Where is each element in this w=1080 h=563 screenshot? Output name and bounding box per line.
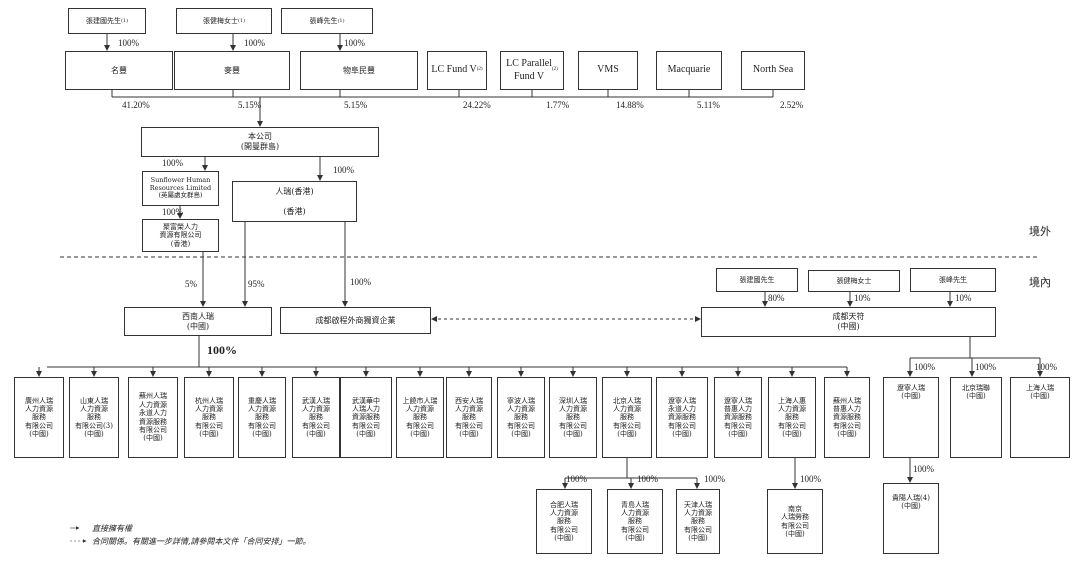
subsidiary-2: 山東人瑞 人力資源 服務 有限公司(3) (中國): [69, 377, 119, 458]
company-nanjing: 南京 人瑞勞務 有限公司 (中國): [767, 489, 823, 554]
investor-lc-fund: LC Fund V(2): [427, 51, 487, 90]
pct-qicheng: 100%: [350, 277, 371, 287]
subsidiary-1: 廣州人瑞 人力資源 服務 有限公司 (中國): [14, 377, 64, 458]
pct-hefei: 100%: [566, 474, 587, 484]
legend-contractual-relationship: 合同關係。有關進一步詳情,請參閱本文件「合同安排」一節。: [92, 537, 311, 546]
subsidiary-16: 蘇州人瑞 普惠人力 資源服務 有限公司 (中國): [824, 377, 870, 458]
investor-lc-parallel: LC Parallel Fund V(2): [500, 51, 564, 90]
company-maifeng: 麥豐: [174, 51, 290, 90]
right-holder-zhang-jianguo: 張建國先生: [716, 268, 798, 292]
subsidiary-5: 重慶人瑞 人力資源 服務 有限公司 (中國): [238, 377, 286, 458]
subsidiary-4: 杭州人瑞 人力資源 服務 有限公司 (中國): [184, 377, 234, 458]
subsidiary-3: 蘇州人瑞 人力資源 永道人力 資源服務 有限公司 (中國): [128, 377, 178, 458]
subsidiary-9: 西安人瑞 人力資源 服務 有限公司 (中國): [446, 377, 492, 458]
pct-right-zhang-jianmei: 10%: [854, 293, 871, 303]
holder-zhang-jianguo: 張建國先生(1): [68, 8, 146, 34]
stake-lc-parallel: 1.77%: [546, 100, 570, 110]
stake-vms: 14.88%: [616, 100, 644, 110]
subsidiary-12: 北京人瑞 人力資源 服務 有限公司 (中國): [602, 377, 652, 458]
pct-qingdao: 100%: [637, 474, 658, 484]
company-sunflower: Sunflower Human Resources Limited (英屬處女群…: [142, 171, 219, 206]
pct-tianjin: 100%: [704, 474, 725, 484]
investor-label: LC Fund V: [431, 64, 477, 76]
stake-mingfeng: 41.20%: [122, 100, 150, 110]
company-xinan: 西南人瑞 (中國): [124, 307, 272, 336]
pct-maifeng: 100%: [244, 38, 265, 48]
investor-macquarie: Macquarie: [656, 51, 722, 90]
pct-right-zhang-jianguo: 80%: [768, 293, 785, 303]
pct-jufu: 100%: [162, 207, 183, 217]
company-qicheng: 成都啟程外商獨資企業: [280, 307, 431, 334]
holder-zhang-jianmei: 張健梅女士(1): [176, 8, 272, 34]
footnote-marker: (2): [551, 67, 558, 73]
company-guiyang: 貴陽人瑞(4) (中國): [883, 483, 939, 554]
holder-zhang-feng: 張峰先生(1): [281, 8, 373, 34]
pct-wufu: 100%: [344, 38, 365, 48]
company-liaoning-renrui: 遼寧人瑞 (中國): [883, 377, 939, 458]
company-tianjin: 天津人瑞 人力資源 服務 有限公司 (中國): [676, 489, 720, 554]
stake-wufu: 5.15%: [344, 100, 368, 110]
investor-north-sea: North Sea: [741, 51, 805, 90]
holder-label: 張建國先生: [85, 16, 121, 25]
subsidiary-8: 上饒市人瑞 人力資源 服務 有限公司 (中國): [396, 377, 444, 458]
pct-subs: 100%: [207, 343, 237, 357]
pct-liaoning: 100%: [914, 362, 935, 372]
company-jufu: 聚富榮人力 資源有限公司 (香港): [142, 219, 219, 252]
subsidiary-10: 寧波人瑞 人力資源 服務 有限公司 (中國): [497, 377, 545, 458]
region-onshore: 境內: [1029, 276, 1051, 289]
company-wufu: 物阜民豐: [300, 51, 418, 90]
pct-shanghai: 100%: [1036, 362, 1057, 372]
subsidiary-7: 武漢華中 人瑞人力 資源服務 有限公司 (中國): [340, 377, 392, 458]
subsidiary-13: 遼寧人瑞 永道人力 資源服務 有限公司 (中國): [656, 377, 708, 458]
subsidiary-11: 深圳人瑞 人力資源 服務 有限公司 (中國): [549, 377, 597, 458]
region-offshore: 境外: [1029, 225, 1051, 238]
footnote-marker: (1): [337, 18, 345, 24]
stake-lc-fund: 24.22%: [463, 100, 491, 110]
pct-mingfeng: 100%: [118, 38, 139, 48]
investor-label: LC Parallel Fund V: [506, 58, 552, 82]
investor-vms: VMS: [578, 51, 638, 90]
pct-guiyang: 100%: [913, 464, 934, 474]
company-chengdu-tianyi: 成都天符 (中國): [701, 307, 996, 337]
company-renrui-hk: 人瑞(香港) (香港): [232, 181, 357, 222]
legend-direct-ownership: 直接擁有權: [92, 524, 132, 533]
holder-label: 張健梅女士: [202, 16, 238, 25]
pct-right-zhang-feng: 10%: [955, 293, 972, 303]
stake-maifeng: 5.15%: [238, 100, 262, 110]
footnote-marker: (1): [237, 18, 246, 24]
stake-macquarie: 5.11%: [697, 100, 720, 110]
company-qingdao: 青島人瑞 人力資源 服務 有限公司 (中國): [607, 489, 663, 554]
pct-renrui-hk: 100%: [333, 165, 354, 175]
footnote-marker: (1): [120, 18, 129, 24]
company-hefei: 合肥人瑞 人力資源 服務 有限公司 (中國): [536, 489, 592, 554]
pct-beijing-ruilian: 100%: [975, 362, 996, 372]
subsidiary-14: 遼寧人瑞 普惠人力 資源服務 有限公司 (中國): [714, 377, 762, 458]
company-cayman: 本公司 (開曼群島): [141, 127, 379, 157]
pct-xinan-5: 5%: [185, 279, 197, 289]
company-shanghai-renrui: 上海人瑞 (中國): [1010, 377, 1070, 458]
footnote-marker: (2): [476, 67, 483, 73]
right-holder-zhang-feng: 張峰先生: [910, 268, 996, 292]
subsidiary-6: 武漢人瑞 人力資源 服務 有限公司 (中國): [292, 377, 340, 458]
pct-xinan-95: 95%: [248, 279, 265, 289]
subsidiary-15: 上海人惠 人力資源 服務 有限公司 (中國): [768, 377, 816, 458]
company-mingfeng: 名豐: [65, 51, 173, 90]
pct-sunflower: 100%: [162, 158, 183, 168]
company-beijing-ruilian: 北京瑞聯 (中國): [950, 377, 1002, 458]
pct-nanjing: 100%: [800, 474, 821, 484]
stake-north-sea: 2.52%: [780, 100, 804, 110]
holder-label: 張峰先生: [309, 16, 338, 25]
right-holder-zhang-jianmei: 張健梅女士: [808, 270, 900, 292]
